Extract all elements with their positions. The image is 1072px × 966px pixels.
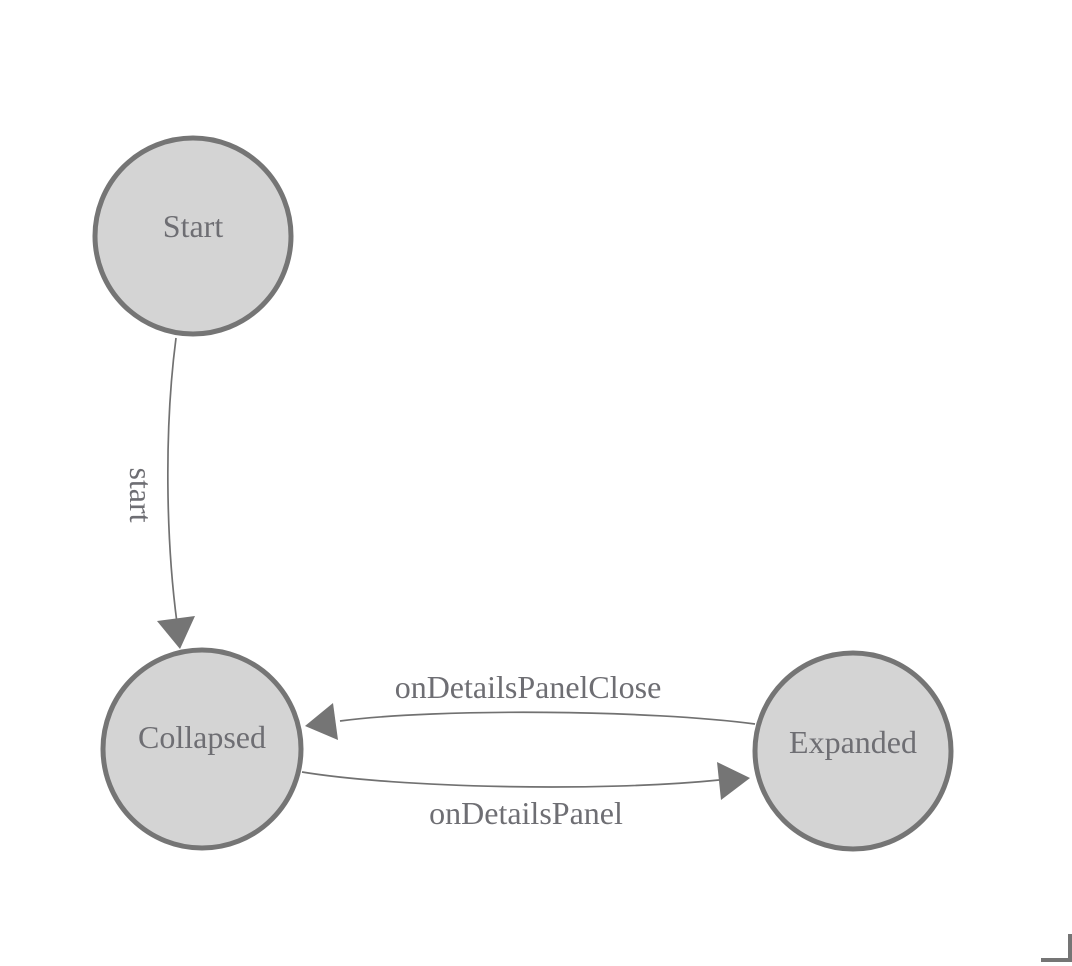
state-circle-collapsed[interactable] bbox=[100, 647, 304, 851]
state-label-start: Start bbox=[163, 208, 224, 244]
canvas-corner-vertical-bar bbox=[1068, 934, 1072, 962]
transition-path-start bbox=[166, 337, 178, 624]
state-label-collapsed: Collapsed bbox=[138, 719, 266, 755]
transition-start: start bbox=[123, 337, 195, 649]
transition-label-start: start bbox=[123, 467, 159, 522]
transition-ondetailspanelclose: onDetailsPanelClose bbox=[305, 669, 756, 740]
canvas-corner bbox=[1041, 934, 1072, 962]
transition-arrowhead-ondetailspanel-icon bbox=[717, 762, 750, 800]
state-node-expanded[interactable]: Expanded bbox=[752, 650, 954, 852]
transition-path-ondetailspanelclose bbox=[339, 711, 756, 725]
transition-path-ondetailspanel bbox=[301, 771, 720, 788]
canvas-corner-horizontal-bar bbox=[1041, 958, 1072, 962]
state-circle-start[interactable] bbox=[92, 135, 294, 337]
state-node-collapsed[interactable]: Collapsed bbox=[100, 647, 304, 851]
state-label-expanded: Expanded bbox=[789, 724, 917, 760]
transition-label-ondetailspanelclose: onDetailsPanelClose bbox=[395, 669, 662, 705]
transition-label-ondetailspanel: onDetailsPanel bbox=[429, 795, 623, 831]
transition-arrowhead-start-icon bbox=[157, 616, 195, 649]
state-node-start[interactable]: Start bbox=[92, 135, 294, 337]
transition-arrowhead-ondetailspanelclose-icon bbox=[305, 703, 338, 740]
transition-ondetailspanel: onDetailsPanel bbox=[301, 762, 750, 831]
state-circle-expanded[interactable] bbox=[752, 650, 954, 852]
